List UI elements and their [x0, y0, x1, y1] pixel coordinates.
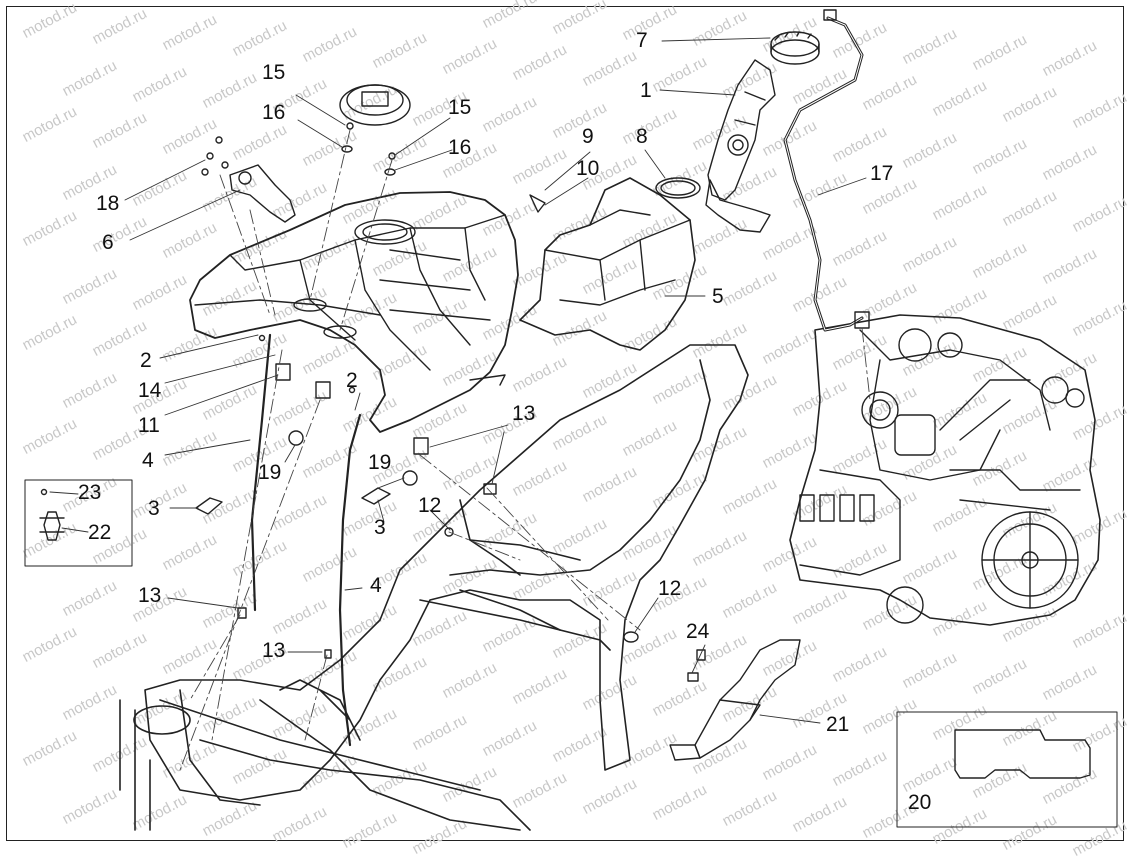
callout-1: 1: [640, 79, 652, 102]
callout-7: 7: [636, 29, 648, 52]
screw-12: [444, 527, 454, 537]
washer-15: [346, 122, 354, 130]
pump-flange-6: [229, 164, 296, 223]
callout-8: 8: [636, 125, 648, 148]
fuel-hose-17: [783, 9, 870, 332]
callout-22: 22: [88, 521, 112, 544]
callout-16b: 16: [448, 136, 472, 159]
inset-box-22-23: [24, 479, 133, 567]
callout-17: 17: [870, 162, 894, 185]
frame-icon: [119, 344, 749, 831]
plate-20: [954, 729, 1091, 779]
callout-3a: 3: [148, 497, 160, 520]
callout-13c: 13: [262, 639, 286, 662]
fuel-cap-icon: [339, 84, 411, 126]
callout-6: 6: [102, 231, 114, 254]
inset-box-20: [896, 711, 1118, 828]
callout-20: 20: [908, 791, 932, 814]
valve-22: [43, 511, 61, 541]
filler-neck-1: [705, 59, 776, 233]
callout-13b: 13: [138, 584, 162, 607]
callout-11: 11: [138, 414, 160, 437]
callout-19b: 19: [368, 451, 392, 474]
fuel-cap-ring-7: [770, 31, 820, 65]
engine-icon: [789, 314, 1101, 626]
clamp-3a: [195, 497, 223, 515]
callout-16a: 16: [262, 101, 286, 124]
callout-4a: 4: [142, 449, 154, 472]
clamp-3b: [361, 487, 391, 505]
shroud-5: [519, 177, 696, 351]
bracket-21: [669, 639, 801, 761]
o-ring-8: [655, 177, 701, 199]
grommet-13: [413, 437, 429, 455]
callout-14: 14: [138, 379, 162, 402]
fastener-24: [687, 672, 699, 682]
callout-24: 24: [686, 620, 710, 643]
breather-hose-4b: [338, 413, 362, 747]
callout-19a: 19: [258, 461, 282, 484]
callout-9: 9: [582, 125, 594, 148]
callout-12b: 12: [658, 577, 682, 600]
callout-10: 10: [576, 157, 600, 180]
callout-4b: 4: [370, 574, 382, 597]
callout-18: 18: [96, 192, 120, 215]
callout-2b: 2: [346, 369, 358, 392]
grommet-11: [275, 363, 291, 381]
callout-2a: 2: [140, 349, 152, 372]
grommet-19: [288, 430, 304, 446]
callout-13a: 13: [512, 402, 536, 425]
callout-21: 21: [826, 713, 850, 736]
callout-3b: 3: [374, 516, 386, 539]
callout-12a: 12: [418, 494, 442, 517]
callout-15b: 15: [448, 96, 472, 119]
breather-hose-4a: [250, 333, 272, 612]
washer-23: [40, 488, 48, 496]
diagram-border: [6, 6, 1124, 841]
callout-5: 5: [712, 285, 724, 308]
callout-15a: 15: [262, 61, 286, 84]
callout-23: 23: [78, 481, 102, 504]
